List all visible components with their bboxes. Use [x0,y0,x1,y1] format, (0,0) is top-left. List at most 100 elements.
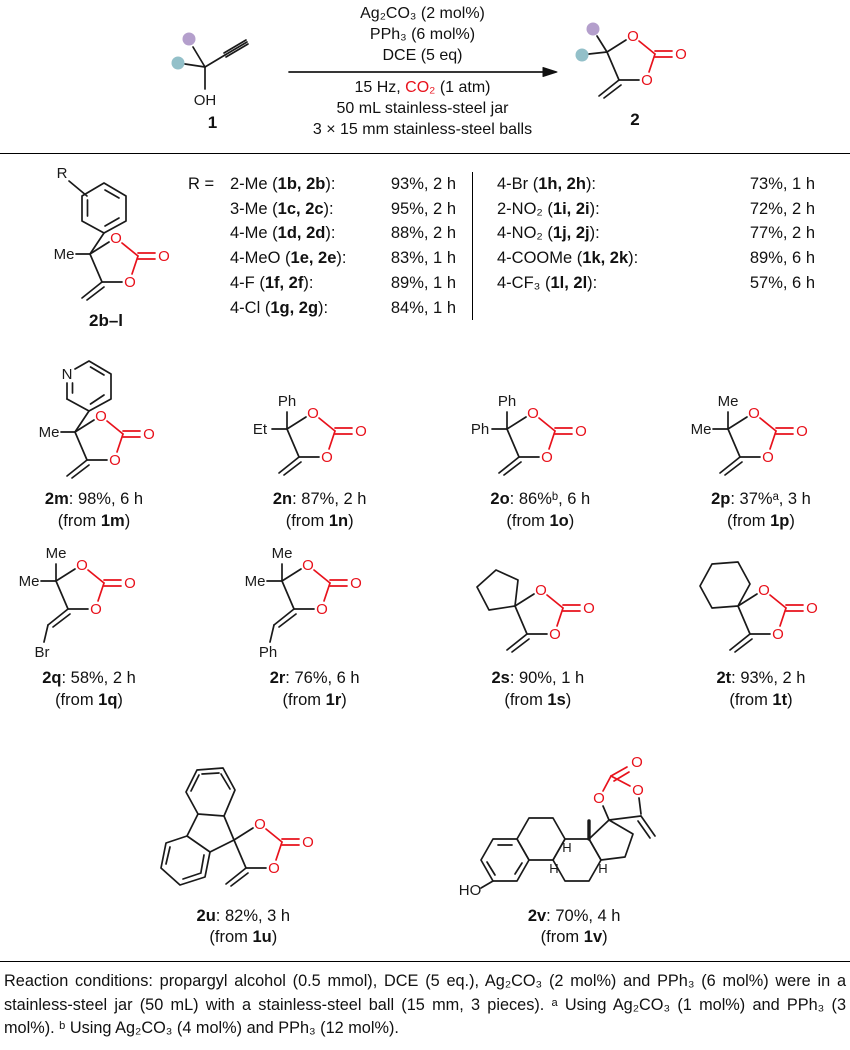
atom-h-label: H [598,861,607,876]
compound-caption: 2n: 87%, 2 h (from 1n) [273,489,367,533]
scope-structure-block: R Me 2b–l [26,162,186,331]
r-group-dot-teal [171,56,184,70]
compound-label-2: 2 [630,110,640,130]
condition-line: Ag₂CO₃ (2 mol%) [360,5,485,22]
scope-row: 4-Me (1d, 2d):88%, 2 h [230,224,456,243]
reaction-arrow [287,67,557,78]
compound-card-2s: 2s: 90%, 1 h (from 1s) [465,560,610,712]
structure-2m: N Me [39,359,156,479]
structure-2t [699,560,819,653]
compound-result: 2n: 87%, 2 h [272,489,367,508]
reaction-conditions: Ag₂CO₃ (2 mol%) PPh₃ (6 mol%) DCE (5 eq)… [287,4,559,141]
structure-2p: Me Me [691,393,809,476]
compound-result: 2u: 82%, 3 h [196,906,291,925]
scope-row: 4-Cl (1g, 2g):84%, 1 h [230,298,456,317]
compound-card-2u: 2u: 82%, 3 h (from 1u) [158,758,328,950]
compound-card-2n: Ph Et 2n: 87%, 2 h (from 1n) [245,391,395,533]
compound-source: (from 1s) [504,690,572,709]
condition-line: PPh₃ (6 mol%) [369,25,476,43]
compound-source: (from 1o) [506,511,575,530]
structure-2q: Me Me Br [19,545,137,661]
compound-result: 2q: 58%, 2 h [42,668,136,687]
condition-line: DCE (5 eq) [382,46,463,64]
compound-result: 2t: 93%, 2 h [716,668,806,687]
arrowhead [542,67,557,78]
compound-caption: 2o: 86%ᵇ, 6 h (from 1o) [490,489,590,533]
structure-2b-l: R Me [54,165,171,301]
compound-source: (from 1r) [282,690,347,709]
compound-result: 2v: 70%, 4 h [527,906,621,925]
atom-o-label: O [593,790,605,807]
atom-h-label: H [549,861,558,876]
atom-me-label: Me [39,424,60,441]
compound-row-2: Me Me Br 2q: 58%, 2 h (from 1q) Me Me [0,535,850,714]
structure-2o: Ph Ph [471,393,588,476]
aryl-scope-section: R Me 2b–l R =2-Me (1b, 2b):93%, 2 h 3-Me… [0,162,850,333]
compound-result: 2p: 37%ᵃ, 3 h [711,489,811,508]
atom-oh-label: OH [193,92,216,109]
reaction-scheme: OH 1 Ag₂CO₃ (2 mol%) PPh₃ (6 mol%) DCE (… [0,0,850,147]
r-group-dot-teal [575,48,588,62]
compound-caption: 2t: 93%, 2 h (from 1t) [716,668,805,712]
product-block: 2 [573,14,698,130]
atom-et-label: Et [253,421,268,438]
compound-row-1: N Me 2m: 98%, 6 h (from 1m) Ph Et [0,333,850,535]
compound-caption: 2m: 98%, 6 h (from 1m) [45,489,143,533]
compound-result: 2r: 76%, 6 h [269,668,360,687]
structure-substrate-1: OH [171,32,249,109]
compound-card-2p: Me Me 2p: 37%ᵃ, 3 h (from 1p) [686,391,836,533]
co2-text: CO₂ [405,79,436,97]
compound-caption: 2u: 82%, 3 h (from 1u) [197,906,291,950]
condition-line: 3 × 15 mm stainless-steel balls [312,120,533,138]
compound-source: (from 1u) [209,928,278,947]
structure-product-2 [575,22,688,100]
atom-o-label: O [632,782,644,799]
atom-n-label: N [62,366,73,383]
compound-label-2b-l: 2b–l [88,310,124,330]
scope-column-left: R =2-Me (1b, 2b):93%, 2 h 3-Me (1c, 2c):… [188,172,456,321]
compound-result: 2s: 90%, 1 h [491,668,585,687]
atom-me-label: Me [271,545,292,562]
compound-source: (from 1n) [285,511,354,530]
compound-label-1: 1 [207,112,218,132]
condition-line: 50 mL stainless-steel jar [336,100,509,118]
scope-row: 4-CF₃ (1l, 2l):57%, 6 h [497,273,815,292]
atom-br-label: Br [35,644,50,661]
scope-row: 2-NO₂ (1i, 2i):72%, 2 h [497,199,815,218]
compound-card-2q: Me Me Br 2q: 58%, 2 h (from 1q) [14,543,164,712]
compound-card-2t: 2t: 93%, 2 h (from 1t) [686,550,836,712]
atom-me-label: Me [19,573,40,590]
scope-row: 4-NO₂ (1j, 2j):77%, 2 h [497,224,815,243]
scope-row: 4-Br (1h, 2h):73%, 1 h [497,174,815,193]
compound-caption: 2s: 90%, 1 h (from 1s) [491,668,584,712]
r-group-dot-purple [586,22,599,36]
compound-source: (from 1v) [540,928,608,947]
compound-result: 2o: 86%ᵇ, 6 h [490,489,591,508]
r-prefix: R = [188,174,215,193]
compound-card-2m: N Me 2m: 98%, 6 h (from 1m) [14,341,174,533]
compound-caption: 2p: 37%ᵃ, 3 h (from 1p) [711,489,811,533]
atom-me-label: Me [244,573,265,590]
atom-ph-label: Ph [277,393,295,410]
condition-line: 15 Hz, CO₂ (1 atm) [354,79,491,97]
compound-result: 2m: 98%, 6 h [44,489,144,508]
atom-me-label: Me [54,246,75,263]
structure-2r: Me Me Ph [244,545,363,661]
structure-2u [160,766,316,887]
atom-ph-label: Ph [258,644,276,661]
compound-source: (from 1q) [55,690,123,709]
scope-column-right: 4-Br (1h, 2h):73%, 1 h 2-NO₂ (1i, 2i):72… [472,171,815,321]
footnote-text: Reaction conditions: propargyl alcohol (… [0,961,850,1049]
compound-card-2r: Me Me Ph 2r: 76%, 6 h (from 1r) [240,543,390,712]
scope-row: 4-COOMe (1k, 2k):89%, 6 h [497,249,815,268]
compound-source: (from 1m) [57,511,131,530]
atom-me-label: Me [718,393,739,410]
atom-ph-label: Ph [471,421,489,438]
structure-2v: HO H H H O O O [458,754,656,899]
structure-2n: Ph Et [253,393,368,476]
compound-card-2v: HO H H H O O O 2v: 70%, 4 h (from 1v) [457,718,692,950]
atom-ph-label: Ph [498,393,516,410]
compound-card-2o: Ph Ph 2o: 86%ᵇ, 6 h (from 1o) [465,391,615,533]
compound-caption: 2v: 70%, 4 h (from 1v) [528,906,621,950]
